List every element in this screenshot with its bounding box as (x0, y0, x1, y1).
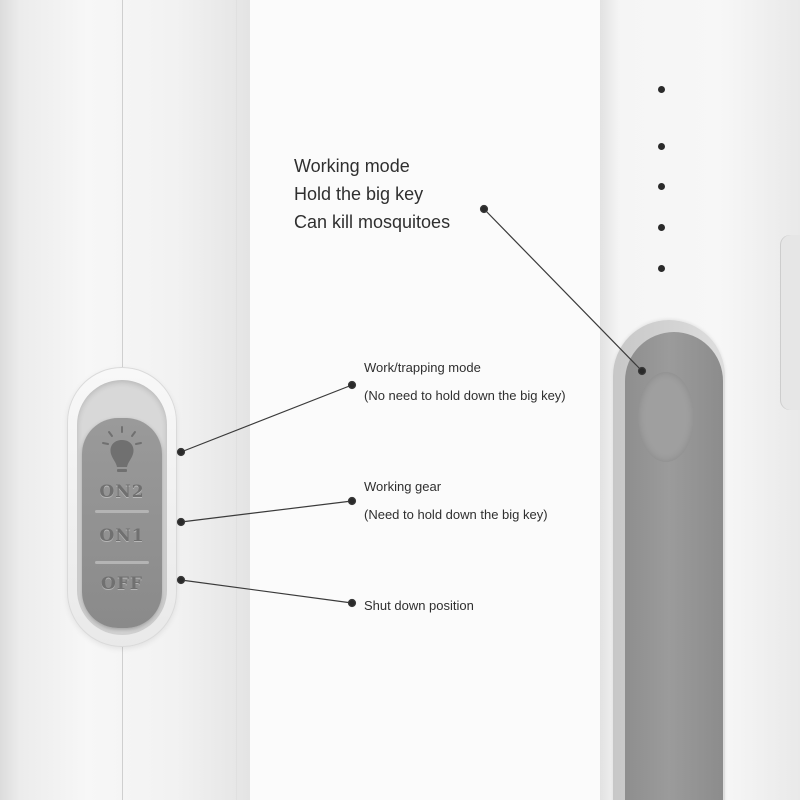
leader-dot (176, 447, 186, 457)
annotation-big-key: Working mode Hold the big key Can kill m… (294, 152, 450, 236)
leader-line-big-key (483, 208, 643, 372)
leader-dot (637, 366, 647, 376)
grille-dot (658, 86, 665, 93)
leader-dot (176, 575, 186, 585)
leader-line-on2 (180, 384, 353, 453)
annotation-line: Working gear (364, 479, 442, 494)
seam-line (236, 0, 237, 800)
annotation-on1: Working gear (Need to hold down the big … (364, 473, 548, 529)
leader-dot (176, 517, 186, 527)
annotation-line: (Need to hold down the big key) (364, 507, 548, 522)
leader-dot (347, 496, 357, 506)
divider (95, 561, 149, 564)
side-edge (780, 235, 800, 410)
annotation-line: Hold the big key (294, 184, 424, 204)
annotation-off: Shut down position (364, 592, 474, 620)
big-key-dimple (638, 372, 694, 462)
grille-dot (658, 143, 665, 150)
leader-line-on1 (180, 500, 353, 523)
background-gap (250, 0, 600, 800)
switch-label-on1: ON1 (99, 526, 145, 546)
leader-line-off (180, 579, 353, 604)
switch-label-on2: ON2 (99, 482, 145, 502)
leader-dot (347, 598, 357, 608)
leader-dot (347, 380, 357, 390)
grille-dot (658, 224, 665, 231)
annotation-on2: Work/trapping mode (No need to hold down… (364, 354, 566, 410)
grille-dot (658, 265, 665, 272)
grille-dot (658, 183, 665, 190)
switch-label-off: OFF (101, 574, 143, 594)
divider (95, 510, 149, 513)
annotation-line: Work/trapping mode (364, 360, 481, 375)
leader-dot (479, 204, 489, 214)
annotation-line: (No need to hold down the big key) (364, 388, 566, 403)
annotation-line: Working mode (294, 156, 410, 176)
bulb-icon (102, 426, 142, 472)
annotation-line: Can kill mosquitoes (294, 212, 451, 232)
annotation-line: Shut down position (364, 598, 474, 613)
